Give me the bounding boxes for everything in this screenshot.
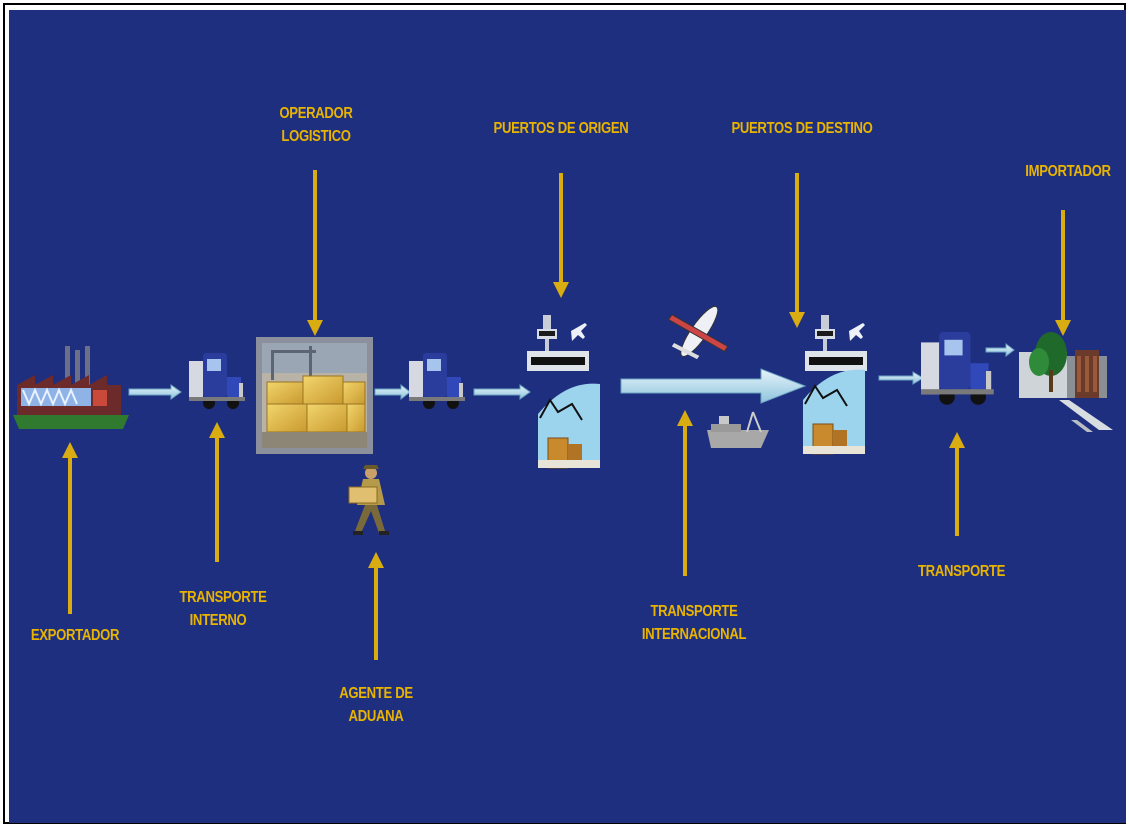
airplane-icon bbox=[667, 305, 729, 360]
truck-icon bbox=[409, 353, 465, 409]
label-puertos-destino: PUERTOS DE DESTINO bbox=[731, 120, 873, 137]
label-transporte-interno: TRANSPORTE INTERNO bbox=[179, 589, 267, 629]
label-transporte: TRANSPORTE bbox=[918, 563, 1006, 580]
airport-icon bbox=[805, 315, 867, 371]
label-agente-aduana: AGENTE DE ADUANA bbox=[339, 685, 413, 725]
container-warehouse-photo bbox=[256, 337, 373, 454]
factory-icon bbox=[13, 346, 129, 429]
label-operador-logistico: OPERADOR LOGISTICO bbox=[279, 105, 353, 145]
flow-arrow-5 bbox=[985, 343, 1015, 357]
flow-arrow-4 bbox=[878, 371, 924, 385]
importer-building-icon bbox=[1019, 332, 1113, 432]
label-importador: IMPORTADOR bbox=[1025, 163, 1111, 180]
flow-arrows bbox=[128, 343, 1015, 404]
label-transporte-internacional: TRANSPORTE INTERNACIONAL bbox=[641, 603, 747, 643]
airport-icon bbox=[527, 315, 589, 371]
truck-icon bbox=[189, 353, 245, 409]
seaport-crane-icon bbox=[538, 383, 600, 469]
flow-arrow-1 bbox=[128, 384, 182, 400]
customs-agent-icon bbox=[348, 465, 389, 535]
ship-icon bbox=[707, 411, 769, 448]
truck-icon bbox=[921, 332, 994, 405]
flow-arrow-2 bbox=[374, 383, 411, 401]
seaport-crane-icon bbox=[803, 369, 865, 455]
logistics-flow-diagram bbox=[13, 170, 1113, 660]
label-exportador: EXPORTADOR bbox=[30, 627, 120, 644]
diagram-canvas: OPERADOR LOGISTICO PUERTOS DE ORIGEN PUE… bbox=[9, 10, 1126, 823]
flow-arrow-3 bbox=[473, 384, 531, 400]
label-puertos-origen: PUERTOS DE ORIGEN bbox=[493, 120, 629, 137]
yellow-arrows bbox=[62, 170, 1071, 660]
flow-arrow-main bbox=[620, 368, 807, 404]
